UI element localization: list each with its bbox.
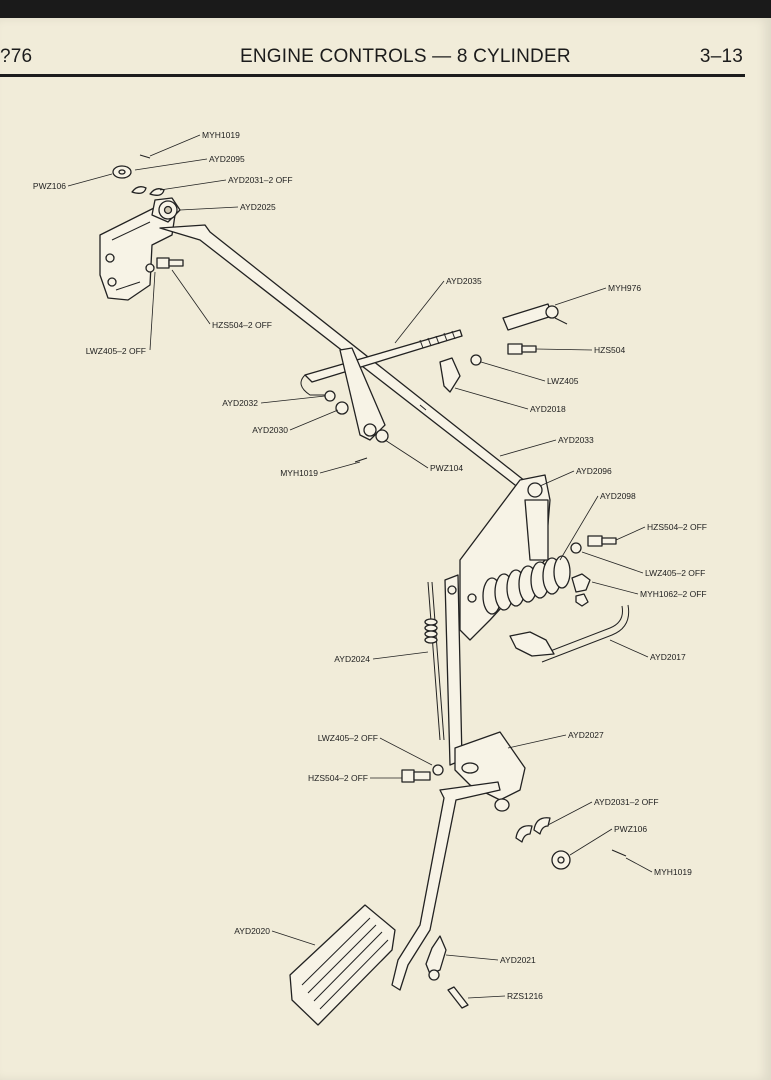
header-rule xyxy=(0,74,745,77)
ball-joint xyxy=(502,303,553,331)
bracket-clip xyxy=(439,357,461,393)
part-labels: MYH1019 AYD2095 PWZ106 AYD2031–2 OFF AYD… xyxy=(33,130,707,1001)
page-number-right: 3–13 xyxy=(699,46,743,67)
label-pwz104: PWZ104 xyxy=(430,463,463,473)
label-lwz405-2off-low: LWZ405–2 OFF xyxy=(318,733,378,743)
manual-page: ?76 ENGINE CONTROLS — 8 CYLINDER 3–13 xyxy=(0,18,771,1080)
label-ayd2098: AYD2098 xyxy=(600,491,636,501)
label-myh1019-top: MYH1019 xyxy=(202,130,240,140)
label-myh1019-low: MYH1019 xyxy=(654,867,692,877)
label-ayd2095: AYD2095 xyxy=(209,154,245,164)
pedal-link-rod xyxy=(427,581,441,741)
label-ayd2031-top: AYD2031–2 OFF xyxy=(228,175,293,185)
label-ayd2025: AYD2025 xyxy=(240,202,276,212)
label-ayd2018: AYD2018 xyxy=(530,404,566,414)
label-rzs1216: RZS1216 xyxy=(507,991,543,1001)
label-ayd2024: AYD2024 xyxy=(334,654,370,664)
parts-artwork xyxy=(99,154,630,1026)
label-ayd2027: AYD2027 xyxy=(568,730,604,740)
label-myh976: MYH976 xyxy=(608,283,641,293)
label-ayd2096: AYD2096 xyxy=(576,466,612,476)
label-pwz106-low: PWZ106 xyxy=(614,824,647,834)
pedal-pivot-bracket xyxy=(454,731,526,801)
label-hzs504-2off-mid: HZS504–2 OFF xyxy=(647,522,707,532)
label-ayd2020: AYD2020 xyxy=(234,926,270,936)
label-ayd2032: AYD2032 xyxy=(222,398,258,408)
label-pwz106-top: PWZ106 xyxy=(33,181,66,191)
label-lwz405-2off-mid: LWZ405–2 OFF xyxy=(645,568,705,578)
label-myh1062: MYH1062–2 OFF xyxy=(640,589,707,599)
kickdown-rod xyxy=(539,604,630,663)
accelerator-pedal-pad xyxy=(289,904,396,1026)
return-spring xyxy=(482,555,571,615)
label-hzs504-2off-top: HZS504–2 OFF xyxy=(212,320,272,330)
label-ayd2017: AYD2017 xyxy=(650,652,686,662)
label-lwz405-2off-top: LWZ405–2 OFF xyxy=(86,346,146,356)
label-ayd2035: AYD2035 xyxy=(446,276,482,286)
label-hzs504-2off-low: HZS504–2 OFF xyxy=(308,773,368,783)
label-ayd2031-low: AYD2031–2 OFF xyxy=(594,797,659,807)
label-ayd2030: AYD2030 xyxy=(252,425,288,435)
page-header: ?76 ENGINE CONTROLS — 8 CYLINDER 3–13 xyxy=(0,18,771,98)
label-ayd2033: AYD2033 xyxy=(558,435,594,445)
exploded-parts-diagram: MYH1019 AYD2095 PWZ106 AYD2031–2 OFF AYD… xyxy=(33,130,707,1026)
label-hzs504: HZS504 xyxy=(594,345,625,355)
small-spring xyxy=(424,618,438,644)
label-ayd2021: AYD2021 xyxy=(500,955,536,965)
label-lwz405: LWZ405 xyxy=(547,376,579,386)
pedal-lever-arm xyxy=(391,781,501,991)
leader-lines xyxy=(67,134,653,999)
page-title: ENGINE CONTROLS — 8 CYLINDER xyxy=(240,46,571,67)
page-number-left: ?76 xyxy=(0,46,33,67)
label-myh1019-mid: MYH1019 xyxy=(280,468,318,478)
